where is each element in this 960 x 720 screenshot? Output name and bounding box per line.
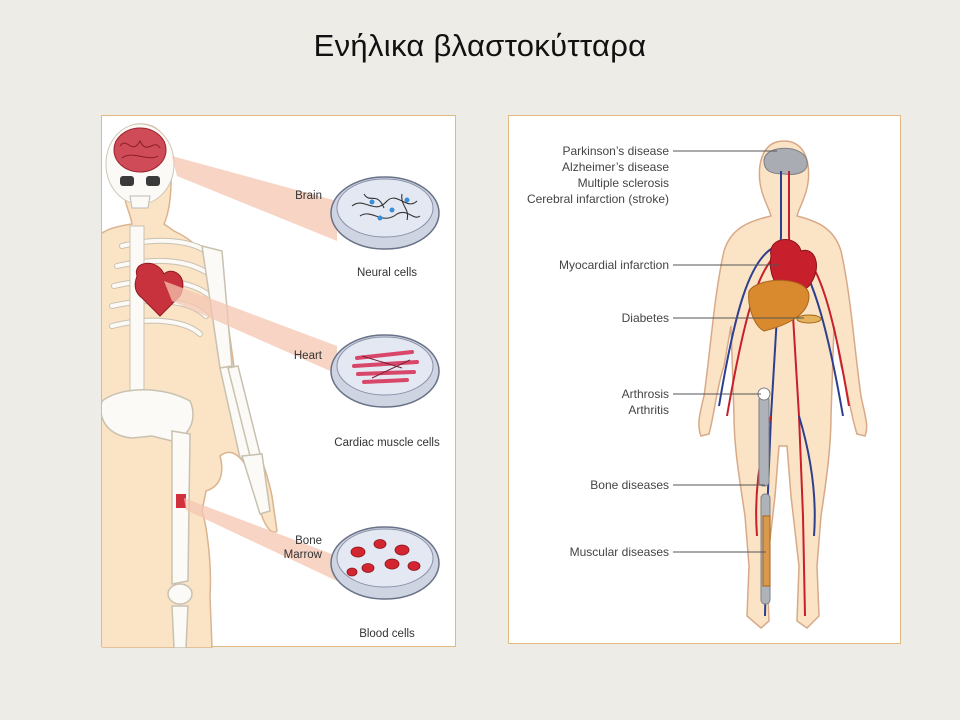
label-alzheimers: Alzheimer’s disease [562,160,669,174]
body-illustration: Parkinson’s disease Alzheimer’s disease … [527,140,868,629]
slide-title: Ενήλικα βλαστοκύτταρα [313,28,647,63]
label-arthrosis: Arthrosis [622,387,669,401]
skeleton-stem-cell-figure: Brain Neural cells Heart Cardiac muscle … [101,115,456,648]
disease-targets-figure: Parkinson’s disease Alzheimer’s disease … [508,115,901,644]
pancreas [796,314,822,324]
label-neural-cells: Neural cells [357,267,417,279]
human-body-silhouette [698,140,868,629]
label-stroke: Cerebral infarction (stroke) [527,192,669,206]
disease-labels: Parkinson’s disease Alzheimer’s disease … [527,144,804,559]
label-muscular-diseases: Muscular diseases [570,545,669,559]
pelvis [102,389,194,442]
label-parkinsons: Parkinson’s disease [562,144,669,158]
skull [105,123,175,209]
label-brain: Brain [295,190,322,202]
label-heart: Heart [294,350,323,362]
petri-dish-blood [330,526,440,600]
bone-marrow-marker [176,494,186,508]
label-diabetes: Diabetes [622,311,669,325]
skeleton-illustration: Brain Neural cells Heart Cardiac muscle … [102,123,440,648]
brain [763,147,808,175]
projection-beams [164,156,337,581]
petri-dish-neural [330,176,440,250]
arm-bones [201,245,271,515]
leg-bone [757,387,771,605]
label-blood-cells: Blood cells [359,628,415,640]
label-bone-diseases: Bone diseases [590,478,669,492]
petri-dish-cardiac [330,334,440,408]
label-bone: Bone [295,535,322,547]
heart [134,262,184,317]
label-cardiac-muscle-cells: Cardiac muscle cells [334,437,440,449]
label-myocardial-infarction: Myocardial infarction [559,258,669,272]
label-arthritis: Arthritis [628,403,669,417]
label-multiple-sclerosis: Multiple sclerosis [578,176,669,190]
label-marrow: Marrow [284,549,323,561]
